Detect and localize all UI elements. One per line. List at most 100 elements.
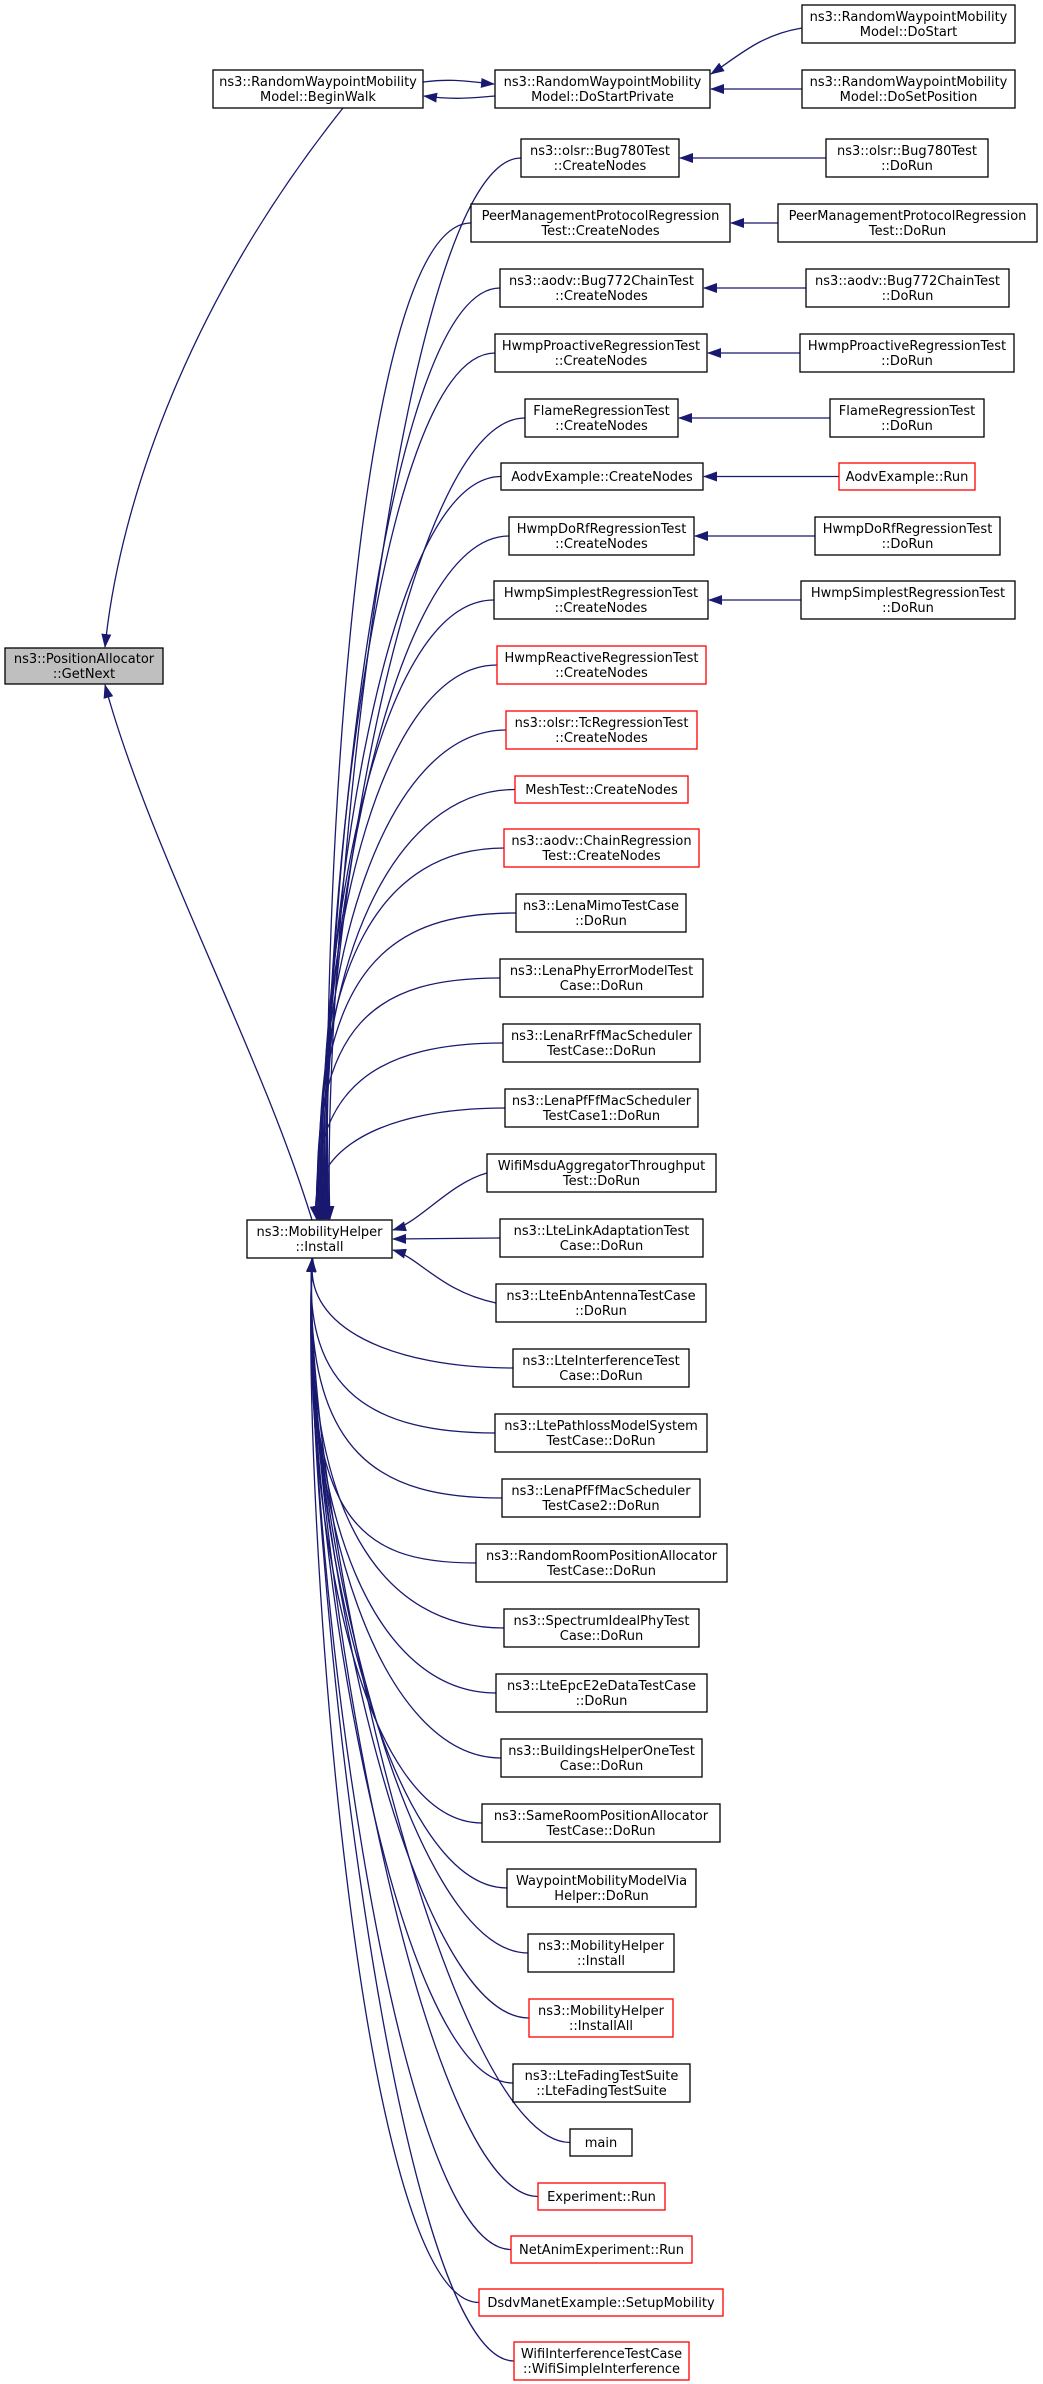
node-label: ::CreateNodes: [555, 289, 648, 304]
node-box: [777, 203, 1038, 243]
node-box: [501, 1478, 701, 1518]
node-label: ns3::RandomWaypointMobility: [810, 10, 1008, 25]
node-wifiinterf[interactable]: WifiInterferenceTestCase::WifiSimpleInte…: [513, 2341, 690, 2381]
node-label: NetAnimExperiment::Run: [519, 2243, 684, 2258]
node-dostart[interactable]: ns3::RandomWaypointMobilityModel::DoStar…: [801, 4, 1016, 44]
node-label: Model::DoSetPosition: [840, 90, 978, 105]
node-label: Case::DoRun: [560, 979, 643, 994]
node-box: [246, 1219, 393, 1259]
node-label: MeshTest::CreateNodes: [525, 783, 678, 798]
node-label: TestCase::DoRun: [546, 1044, 656, 1059]
node-beginwalk[interactable]: ns3::RandomWaypointMobilityModel::BeginW…: [212, 69, 424, 109]
node-exprun[interactable]: Experiment::Run: [537, 2182, 666, 2211]
node-box: [212, 69, 424, 109]
node-olsrtccn[interactable]: ns3::olsr::TcRegressionTest::CreateNodes: [505, 710, 698, 750]
node-randroom[interactable]: ns3::RandomRoomPositionAllocatorTestCase…: [475, 1543, 728, 1583]
node-flamecn[interactable]: FlameRegressionTest::CreateNodes: [524, 398, 679, 438]
node-box: [495, 1283, 707, 1323]
node-box: [537, 2182, 666, 2211]
node-box: [515, 893, 687, 933]
node-dosetposition[interactable]: ns3::RandomWaypointMobilityModel::DoSetP…: [801, 69, 1016, 109]
node-getnext[interactable]: ns3::PositionAllocator::GetNext: [4, 647, 164, 685]
node-label: ns3::RandomWaypointMobility: [504, 75, 702, 90]
node-box: [814, 516, 1001, 556]
edge-dostartprivate-beginwalk: [423, 92, 496, 103]
edge-beginwalk-getnext: [101, 107, 344, 648]
node-label: ::LteFadingTestSuite: [536, 2084, 667, 2099]
node-pmprcn[interactable]: PeerManagementProtocolRegressionTest::Cr…: [470, 203, 731, 243]
node-hdrfrun[interactable]: HwmpDoRfRegressionTest::DoRun: [814, 516, 1001, 556]
edge-meshcn-install: [315, 788, 516, 1220]
node-aodvchaincn[interactable]: ns3::aodv::ChainRegressionTest::CreateNo…: [503, 828, 700, 868]
edge-ltepathloss-install: [306, 1258, 496, 1434]
node-label: PeerManagementProtocolRegression: [482, 209, 720, 224]
node-hsimcn[interactable]: HwmpSimplestRegressionTest::CreateNodes: [493, 580, 709, 620]
node-box: [524, 398, 679, 438]
node-label: ns3::LteInterferenceTest: [522, 1354, 680, 1369]
node-box: [499, 1218, 704, 1258]
node-lenamimo[interactable]: ns3::LenaMimoTestCase::DoRun: [515, 893, 687, 933]
node-pmprrun[interactable]: PeerManagementProtocolRegressionTest::Do…: [777, 203, 1038, 243]
node-ltepathloss[interactable]: ns3::LtePathlossModelSystemTestCase::DoR…: [494, 1413, 708, 1453]
node-lteepce2e[interactable]: ns3::LteEpcE2eDataTestCase::DoRun: [495, 1673, 708, 1713]
node-box: [799, 333, 1015, 373]
node-box: [800, 580, 1016, 620]
node-aodvexcn[interactable]: AodvExample::CreateNodes: [500, 462, 704, 491]
node-label: ns3::aodv::Bug772ChainTest: [815, 274, 1000, 289]
node-aodvexrun[interactable]: AodvExample::Run: [838, 462, 976, 491]
node-label: ns3::LenaPfFfMacScheduler: [512, 1094, 692, 1109]
node-label: TestCase1::DoRun: [542, 1109, 660, 1124]
node-bug772run[interactable]: ns3::aodv::Bug772ChainTest::DoRun: [805, 268, 1010, 308]
node-lteenbant[interactable]: ns3::LteEnbAntennaTestCase::DoRun: [495, 1283, 707, 1323]
node-label: ns3::MobilityHelper: [538, 2004, 665, 2019]
node-label: ns3::LenaRrFfMacScheduler: [511, 1029, 693, 1044]
node-label: ns3::MobilityHelper: [538, 1939, 665, 1954]
node-bug780cn[interactable]: ns3::olsr::Bug780Test::CreateNodes: [520, 138, 680, 178]
node-flamerun[interactable]: FlameRegressionTest::DoRun: [829, 398, 985, 438]
node-bug772cn[interactable]: ns3::aodv::Bug772ChainTest::CreateNodes: [499, 268, 704, 308]
node-mhinstallall[interactable]: ns3::MobilityHelper::InstallAll: [528, 1998, 674, 2038]
node-box: [499, 268, 704, 308]
node-ltefading[interactable]: ns3::LteFadingTestSuite::LteFadingTestSu…: [512, 2063, 691, 2103]
node-box: [495, 1673, 708, 1713]
node-hprun[interactable]: HwmpProactiveRegressionTest::DoRun: [799, 333, 1015, 373]
node-hsimrun[interactable]: HwmpSimplestRegressionTest::DoRun: [800, 580, 1016, 620]
node-box: [825, 138, 989, 178]
node-sameroom[interactable]: ns3::SameRoomPositionAllocatorTestCase::…: [481, 1803, 721, 1843]
edge-lenaphyerr-install: [312, 977, 501, 1220]
node-lenapfff2[interactable]: ns3::LenaPfFfMacSchedulerTestCase2::DoRu…: [501, 1478, 701, 1518]
node-hpcn[interactable]: HwmpProactiveRegressionTest::CreateNodes: [494, 333, 708, 373]
node-label: Experiment::Run: [547, 2190, 656, 2205]
node-hreactcn[interactable]: HwmpReactiveRegressionTest::CreateNodes: [496, 645, 707, 685]
node-label: ns3::LteLinkAdaptationTest: [514, 1224, 690, 1239]
node-box: [528, 1998, 674, 2038]
node-label: ns3::LenaPhyErrorModelTest: [510, 964, 693, 979]
node-install[interactable]: ns3::MobilityHelper::Install: [246, 1219, 393, 1259]
node-box: [801, 4, 1016, 44]
node-box: [527, 1933, 675, 1973]
node-meshcn[interactable]: MeshTest::CreateNodes: [514, 775, 689, 804]
node-dostartprivate[interactable]: ns3::RandomWaypointMobilityModel::DoStar…: [494, 69, 711, 109]
node-box: [486, 1153, 717, 1193]
node-hdrfcn[interactable]: HwmpDoRfRegressionTest::CreateNodes: [508, 516, 695, 556]
node-mhinstall[interactable]: ns3::MobilityHelper::Install: [527, 1933, 675, 1973]
node-label: ns3::BuildingsHelperOneTest: [508, 1744, 695, 1759]
node-main[interactable]: main: [569, 2128, 633, 2157]
node-lenapfff1[interactable]: ns3::LenaPfFfMacSchedulerTestCase1::DoRu…: [504, 1088, 699, 1128]
node-netanimrun[interactable]: NetAnimExperiment::Run: [510, 2235, 693, 2264]
node-bug780run[interactable]: ns3::olsr::Bug780Test::DoRun: [825, 138, 989, 178]
edge-mhinstallall-install: [306, 1258, 530, 2019]
edge-lteenbant-install: [392, 1248, 497, 1304]
node-label: ns3::PositionAllocator: [14, 652, 155, 667]
node-dsdvsetup[interactable]: DsdvManetExample::SetupMobility: [478, 2288, 724, 2317]
node-label: ::CreateNodes: [555, 419, 648, 434]
